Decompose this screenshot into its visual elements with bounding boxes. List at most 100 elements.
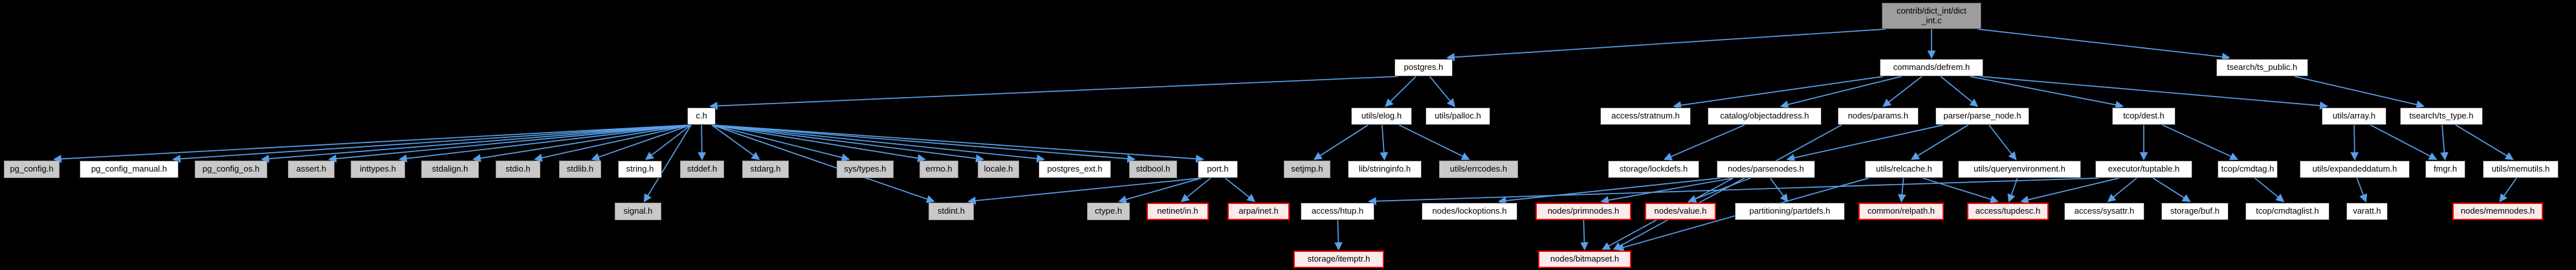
include-edge-postgres-palloc [1429,76,1455,107]
header-node-palloc[interactable]: utils/palloc.h [1426,107,1490,125]
header-node-primnodes[interactable]: nodes/primnodes.h [1536,203,1631,220]
header-node-setjmp: setjmp.h [1284,161,1330,178]
include-edge-c-port [711,124,1204,163]
header-node-netinet[interactable]: netinet/in.h [1147,203,1209,220]
include-edge-cmdtag-cmdtaglist [2254,177,2285,203]
include-edge-tuptable-buf [2152,177,2191,203]
include-edge-c-stdarg [711,124,760,161]
header-node-lockoptions[interactable]: nodes/lockoptions.h [1422,203,1517,220]
header-node-expandeddatum[interactable]: utils/expandeddatum.h [2300,161,2410,178]
header-node-parse_node[interactable]: parser/parse_node.h [1935,107,2029,125]
header-node-memutils[interactable]: utils/memutils.h [2483,161,2559,178]
include-edge-c-locale [711,124,984,163]
include-edge-parsenodes-lockoptions [1497,177,1721,205]
include-edge-expandeddatum-varatt [2356,177,2368,203]
include-edge-memutils-memnodes [2499,177,2517,203]
include-edge-defrem-dest [1969,76,2124,109]
header-node-queryenv[interactable]: utils/queryenvironment.h [1958,161,2081,178]
include-edge-c-stdint [711,124,935,203]
include-edge-root-ts_public [1977,28,2230,62]
include-edge-defrem-params [1882,76,1922,107]
include-edge-c-pg_config_manual [172,124,692,163]
include-edge-c-pg_config [53,124,692,163]
header-node-relpath[interactable]: common/relpath.h [1858,203,1944,220]
header-node-objectaddress[interactable]: catalog/objectaddress.h [1708,107,1822,125]
include-edge-defrem-objectaddress [1779,76,1902,109]
graph-root-node: contrib/dict_int/dict _int.c [1882,3,1981,29]
include-edge-c-stdbool [711,124,1136,163]
header-node-port[interactable]: port.h [1198,161,1238,178]
header-node-memnodes[interactable]: nodes/memnodes.h [2452,203,2543,220]
header-node-c[interactable]: c.h [687,107,716,125]
header-node-relcache[interactable]: utils/relcache.h [1865,161,1943,178]
header-node-signal: signal.h [615,203,661,220]
include-edge-c-assert [328,124,692,163]
header-node-elog[interactable]: utils/elog.h [1351,107,1412,125]
include-edge-parse_node-queryenv [1988,124,2017,161]
include-edge-parse_node-relcache [1910,124,1969,160]
include-edge-dest-cmdtag [2162,124,2239,161]
include-edge-tuptable-tupdesc [2020,177,2120,204]
header-node-cmdtaglist[interactable]: tcop/cmdtaglist.h [2245,203,2329,220]
include-edge-tuptable-htup [1368,177,2100,206]
header-node-dest[interactable]: tcop/dest.h [2112,107,2175,125]
header-node-varatt[interactable]: varatt.h [2346,203,2388,220]
header-node-partdefs[interactable]: partitioning/partdefs.h [1735,203,1845,220]
header-node-defrem[interactable]: commands/defrem.h [1880,59,1983,76]
include-edge-postgres-elog [1385,76,1416,107]
header-node-ts_public[interactable]: tsearch/ts_public.h [2216,59,2308,76]
header-node-tupdesc[interactable]: access/tupdesc.h [1967,203,2049,220]
header-node-ctype: ctype.h [1087,203,1130,220]
include-edge-port-stdint [967,177,1202,205]
include-edge-ts_type-fmgr [2440,124,2449,161]
header-node-postgres_ext[interactable]: postgres_ext.h [1039,161,1111,178]
include-edge-root-postgres [1446,28,1886,62]
header-node-itemptr[interactable]: storage/itemptr.h [1294,251,1384,268]
include-edge-port-arpa [1224,177,1256,203]
header-node-stratnum[interactable]: access/stratnum.h [1600,107,1691,125]
header-node-ts_type[interactable]: tsearch/ts_type.h [2400,107,2483,125]
header-node-pg_config_manual[interactable]: pg_config_manual.h [80,161,179,178]
include-edge-defrem-parse_node [1940,76,1979,107]
include-edge-c-postgres_ext [711,124,1045,163]
header-node-array[interactable]: utils/array.h [2322,107,2386,125]
include-edge-parse_node-parsenodes [1786,124,1944,162]
include-edge-c-stdlib [591,124,692,161]
include-edge-c-string [644,124,692,161]
header-node-stdbool: stdbool.h [1129,161,1177,178]
include-edge-tuptable-sysattr [2107,177,2137,203]
header-node-fmgr[interactable]: fmgr.h [2425,161,2465,178]
header-node-stdarg: stdarg.h [742,161,789,178]
header-node-bitmapset[interactable]: nodes/bitmapset.h [1538,251,1631,268]
header-node-tuptable[interactable]: executor/tuptable.h [2095,161,2192,178]
header-node-htup[interactable]: access/htup.h [1301,203,1374,220]
header-node-string[interactable]: string.h [618,161,662,178]
include-edge-parsenodes-partdefs [1769,177,1789,203]
include-edge-parsenodes-primnodes [1600,177,1734,205]
header-node-value[interactable]: nodes/value.h [1645,203,1716,220]
header-node-postgres[interactable]: postgres.h [1394,59,1453,76]
header-node-params[interactable]: nodes/params.h [1838,107,1919,125]
header-node-stringinfo[interactable]: lib/stringinfo.h [1348,161,1422,178]
header-node-cmdtag[interactable]: tcop/cmdtag.h [2218,161,2278,178]
include-edge-relcache-relpath [1898,177,1906,203]
include-edge-ts_public-ts_type [2294,76,2425,109]
header-node-arpa[interactable]: arpa/inet.h [1227,203,1290,220]
header-node-parsenodes[interactable]: nodes/parsenodes.h [1717,161,1815,178]
header-node-stdlib: stdlib.h [559,161,601,178]
header-node-locale: locale.h [978,161,1019,178]
include-edge-primnodes-bitmapset [1580,219,1589,251]
include-edge-array-expandeddatum [2350,124,2359,161]
include-edge-array-fmgr [2370,124,2438,160]
include-edge-port-netinet [1180,177,1211,203]
include-edge-c-stddef [698,124,707,161]
header-node-buf[interactable]: storage/buf.h [2161,203,2229,220]
header-node-stdio: stdio.h [496,161,540,178]
include-edge-c-signal [643,124,692,203]
include-edge-defrem-stratnum [1673,76,1884,109]
header-node-lockdefs[interactable]: storage/lockdefs.h [1608,161,1699,178]
include-edge-objectaddress-lockdefs [1663,124,1745,161]
header-node-sysattr[interactable]: access/sysattr.h [2064,203,2144,220]
